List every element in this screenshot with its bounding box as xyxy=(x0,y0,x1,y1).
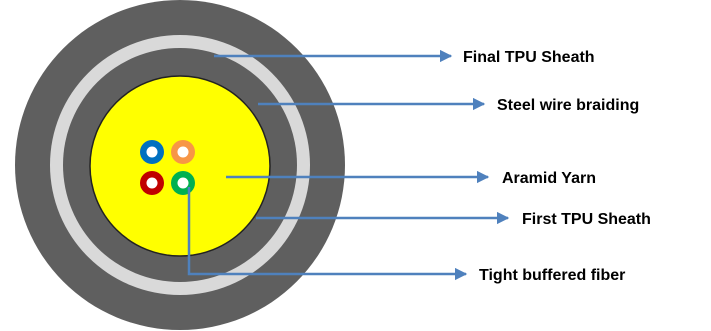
label-steel-wire-braiding: Steel wire braiding xyxy=(497,97,639,114)
fiber-orange xyxy=(171,140,195,164)
aramid-yarn-layer xyxy=(89,75,271,257)
label-aramid-yarn: Aramid Yarn xyxy=(502,170,596,187)
fiber-green xyxy=(171,171,195,195)
label-tight-buffered-fiber: Tight buffered fiber xyxy=(479,267,625,284)
fiber-blue xyxy=(140,140,164,164)
fiber-red xyxy=(140,171,164,195)
label-first-tpu-sheath: First TPU Sheath xyxy=(522,211,651,228)
arrow-tight-buffered-fiber xyxy=(187,187,468,281)
label-final-tpu-sheath: Final TPU Sheath xyxy=(463,49,595,66)
